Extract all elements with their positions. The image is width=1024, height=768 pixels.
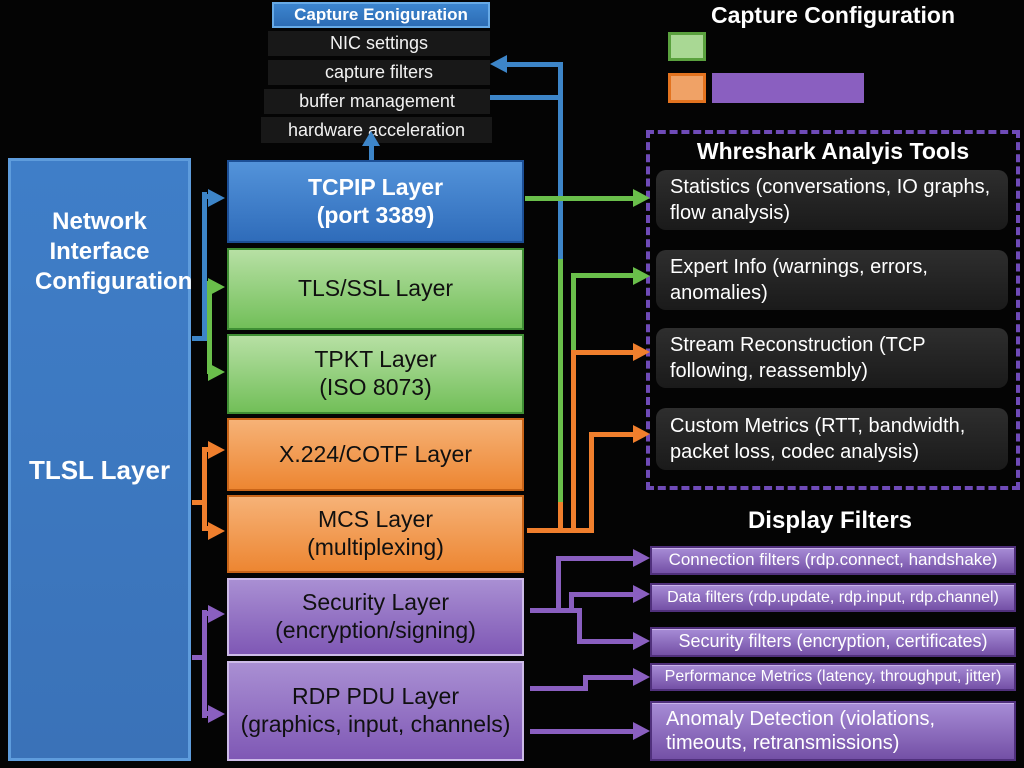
analysis-tools-frame	[646, 130, 1020, 490]
layer-label: X.224/COTF Layer	[278, 440, 473, 467]
arrow-left-icon	[490, 55, 507, 73]
layer-sublabel: (graphics, input, channels)	[240, 711, 511, 737]
filter-performance: Performance Metrics (latency, throughput…	[650, 663, 1016, 691]
capture-item-buffer-management: buffer management	[264, 89, 490, 114]
connector-line	[589, 432, 634, 437]
layer-label: TPKT Layer	[314, 346, 437, 373]
tool-expert-info: Expert Info (warnings, errors, anomalies…	[656, 250, 1008, 310]
capture-legend-title: Capture Configuration	[710, 2, 956, 28]
connector-line	[369, 146, 374, 160]
capture-item-capture-filters: capture filters	[268, 60, 490, 85]
connector-line	[571, 273, 576, 352]
arrow-up-icon	[362, 131, 380, 146]
arrow-right-icon	[633, 722, 650, 740]
layer-label: RDP PDU Layer	[291, 683, 460, 710]
layer-label: TLS/SSL Layer	[297, 275, 454, 302]
connector-line	[583, 675, 588, 691]
connector-line	[571, 273, 636, 278]
capture-item-nic-settings: NIC settings	[268, 31, 490, 56]
connector-line	[569, 592, 574, 613]
connector-line	[525, 196, 638, 201]
connector-line	[490, 95, 563, 100]
connector-line	[192, 500, 207, 505]
display-filters-title: Display Filters	[747, 507, 913, 534]
arrow-right-icon	[633, 343, 650, 361]
arrow-right-icon	[633, 267, 650, 285]
tool-custom-metrics: Custom Metrics (RTT, bandwidth, packet l…	[656, 408, 1008, 470]
connector-line	[202, 447, 212, 452]
connector-line	[558, 259, 563, 502]
layer-sublabel: (ISO 8073)	[319, 374, 432, 400]
layer-tcpip: TCPIP Layer (port 3389)	[227, 160, 524, 243]
connector-line	[558, 502, 563, 533]
connector-line	[530, 608, 580, 613]
connector-line	[589, 432, 594, 533]
arrow-right-icon	[208, 605, 225, 623]
filter-anomaly: Anomaly Detection (violations, timeouts,…	[650, 701, 1016, 761]
legend-swatch-orange	[668, 73, 706, 103]
layer-sublabel: (encryption/signing)	[275, 617, 476, 643]
layer-rdp-pdu: RDP PDU Layer (graphics, input, channels…	[227, 661, 524, 761]
arrow-right-icon	[208, 441, 225, 459]
connector-line	[506, 62, 563, 67]
connector-line	[556, 556, 634, 561]
tool-statistics: Statistics (conversations, IO graphs, fl…	[656, 170, 1008, 230]
filter-connection: Connection filters (rdp.connect, handsha…	[650, 546, 1016, 575]
capture-config-header: Capture Eoniguration	[272, 2, 490, 28]
layer-label: Security Layer	[301, 589, 449, 616]
connector-line	[202, 448, 207, 530]
connector-line	[207, 281, 212, 374]
arrow-right-icon	[633, 632, 650, 650]
connector-line	[202, 526, 212, 531]
connector-line	[530, 729, 634, 734]
connector-line	[577, 639, 634, 644]
connector-line	[558, 62, 563, 259]
network-panel-title: Network Interface Configuration	[35, 208, 193, 295]
arrow-right-icon	[208, 705, 225, 723]
legend-swatch-green	[668, 32, 706, 61]
connector-line	[192, 655, 207, 660]
connector-line	[192, 336, 207, 341]
layer-x224-cotf: X.224/COTF Layer	[227, 418, 524, 491]
connector-line	[202, 194, 212, 199]
connector-line	[583, 675, 634, 680]
layer-mcs: MCS Layer (multiplexing)	[227, 495, 524, 573]
layer-sublabel: (multiplexing)	[307, 534, 444, 560]
connector-line	[571, 352, 576, 533]
connector-line	[577, 608, 582, 644]
legend-bar-purple	[712, 73, 864, 103]
connector-line	[527, 528, 594, 533]
arrow-right-icon	[633, 585, 650, 603]
network-panel-layer-label: TLSL Layer	[28, 455, 171, 485]
connector-line	[202, 610, 207, 718]
layer-tls-ssl: TLS/SSL Layer	[227, 248, 524, 330]
layer-label: TCPIP Layer	[307, 173, 444, 200]
filter-security: Security filters (encryption, certificat…	[650, 627, 1016, 657]
arrow-right-icon	[633, 549, 650, 567]
layer-label: MCS Layer	[317, 506, 434, 533]
connector-line	[202, 711, 212, 716]
arrow-right-icon	[208, 363, 225, 381]
connector-line	[202, 611, 212, 616]
connector-line	[571, 350, 634, 355]
layer-sublabel: (port 3389)	[316, 201, 435, 228]
filter-data: Data filters (rdp.update, rdp.input, rdp…	[650, 583, 1016, 612]
connector-line	[202, 192, 207, 340]
layer-tpkt: TPKT Layer (ISO 8073)	[227, 334, 524, 414]
arrow-right-icon	[208, 278, 225, 296]
connector-line	[556, 556, 561, 613]
analysis-tools-title: Whreshark Analyis Tools	[696, 138, 970, 164]
tool-stream-reconstruction: Stream Reconstruction (TCP following, re…	[656, 328, 1008, 388]
connector-line	[530, 686, 588, 691]
connector-line	[569, 592, 634, 597]
arrow-right-icon	[633, 425, 650, 443]
arrow-right-icon	[633, 668, 650, 686]
arrow-right-icon	[208, 189, 225, 207]
arrow-right-icon	[633, 189, 650, 207]
layer-security: Security Layer (encryption/signing)	[227, 578, 524, 656]
network-interface-panel: Network Interface Configuration TLSL Lay…	[8, 158, 193, 761]
arrow-right-icon	[208, 522, 225, 540]
